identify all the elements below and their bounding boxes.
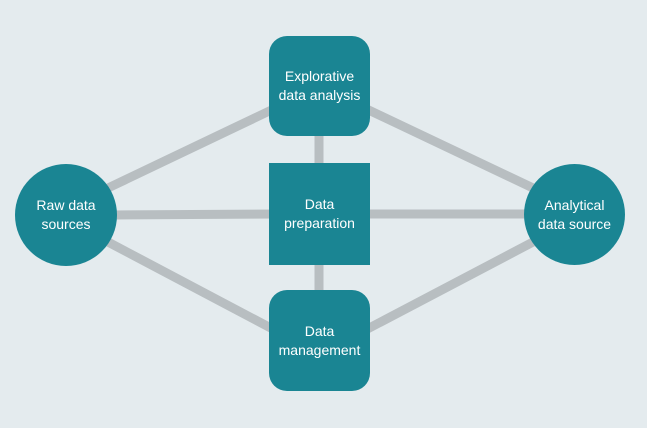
node-data-management: Data management <box>269 290 370 391</box>
edge-raw-to-prep <box>113 209 281 220</box>
edge-raw-to-explore <box>106 99 286 193</box>
edge-explore-to-analytical <box>354 99 535 193</box>
node-analytical-data-source: Analytical data source <box>524 164 625 265</box>
node-raw-data-sources: Raw data sources <box>15 164 117 266</box>
edge-raw-to-manage <box>105 238 287 339</box>
edge-manage-to-analytical <box>353 238 536 339</box>
node-explorative-data-analysis: Explorative data analysis <box>269 36 370 136</box>
node-data-preparation: Data preparation <box>269 163 370 265</box>
